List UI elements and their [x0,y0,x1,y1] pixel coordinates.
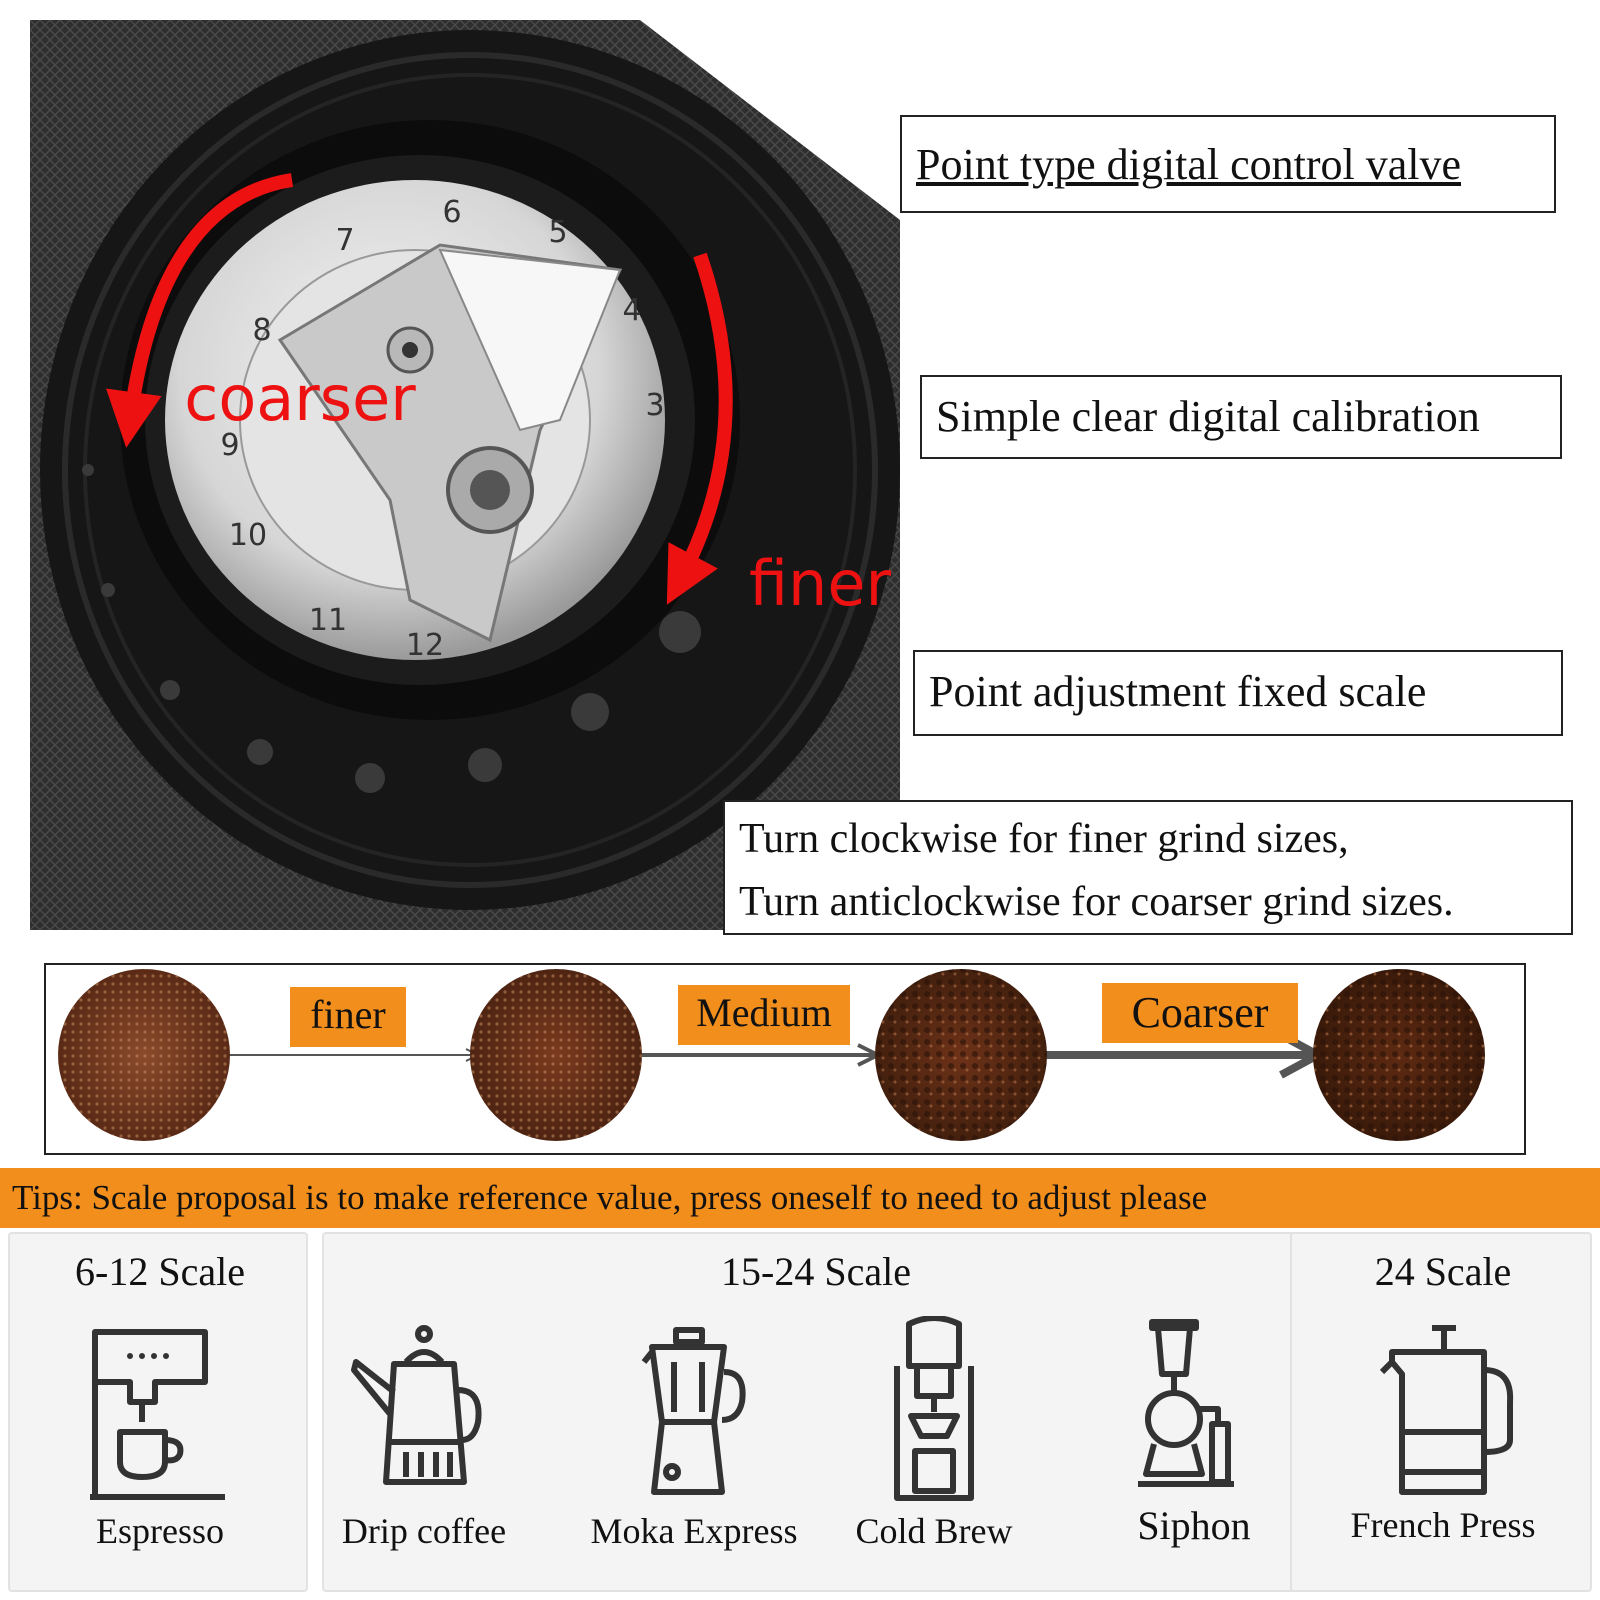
turn-clockwise-text: Turn clockwise for finer grind sizes, [739,816,1349,862]
coarser-grind-label: Coarser [1102,983,1298,1043]
scale-title: 6-12 Scale [75,1249,245,1294]
dial-number: 9 [220,428,239,463]
dial-number: 11 [309,603,347,638]
turn-anticlockwise-text: Turn anticlockwise for coarser grind siz… [739,879,1454,925]
drip-coffee-label: Drip coffee [341,1511,507,1551]
coarse-grounds-icon [1313,969,1485,1141]
grinder-dial-photo: 6 5 4 3 7 8 9 10 11 12 coarser finer [30,20,900,930]
cold-brew-label: Cold Brew [855,1511,1013,1551]
scale-title: 15-24 Scale [721,1249,911,1294]
dial-number: 4 [622,293,641,328]
calibration-callout: Simple clear digital calibration [920,375,1562,459]
valve-callout-text: Point type digital control valve [916,140,1462,189]
french-press-label: French Press [1350,1505,1536,1545]
scale-title: 24 Scale [1374,1249,1512,1294]
grind-progression-graphic [58,969,1485,1141]
medium-grounds-icon [875,969,1047,1141]
tips-banner: Tips: Scale proposal is to make referenc… [0,1168,1600,1228]
fixed-scale-callout: Point adjustment fixed scale [913,650,1563,736]
medium-grind-label: Medium [678,985,850,1045]
fine-grounds-icon [58,969,230,1141]
espresso-machine-icon [90,1329,225,1500]
valve-callout: Point type digital control valve [900,115,1556,213]
turn-direction-callout: Turn clockwise for finer grind sizes, Tu… [723,800,1573,935]
medium-fine-grounds-icon [470,969,642,1141]
dial-number: 12 [406,628,444,663]
finer-grind-label: finer [290,987,406,1047]
espresso-label: Espresso [96,1511,224,1551]
dial-number: 5 [548,215,567,250]
finer-arrow-icon [666,252,733,605]
scale-panel-6-12: 6-12 Scale Espresso [8,1232,308,1592]
dial-number: 3 [645,388,664,423]
french-press-icon [1379,1325,1514,1495]
finer-label: finer [749,547,891,620]
cold-brew-tower-icon [894,1316,974,1501]
scale-panel-15-24: 15-24 Scale Drip coffee Moka Express [322,1232,1306,1592]
dial-number: 8 [252,313,271,348]
siphon-icon [1138,1319,1234,1487]
scale-panel-24: 24 Scale French Press [1290,1232,1592,1592]
moka-express-label: Moka Express [590,1511,798,1551]
grind-size-strip: finer Medium Coarser [44,963,1526,1155]
coarser-label: coarser [184,362,416,435]
drip-kettle-icon [351,1325,482,1485]
moka-pot-icon [641,1327,746,1495]
coarser-arrow-icon [106,173,294,448]
siphon-label: Siphon [1137,1503,1251,1548]
dial-number: 6 [442,195,461,230]
dial-number: 10 [229,518,267,553]
dial-number: 7 [335,223,354,258]
